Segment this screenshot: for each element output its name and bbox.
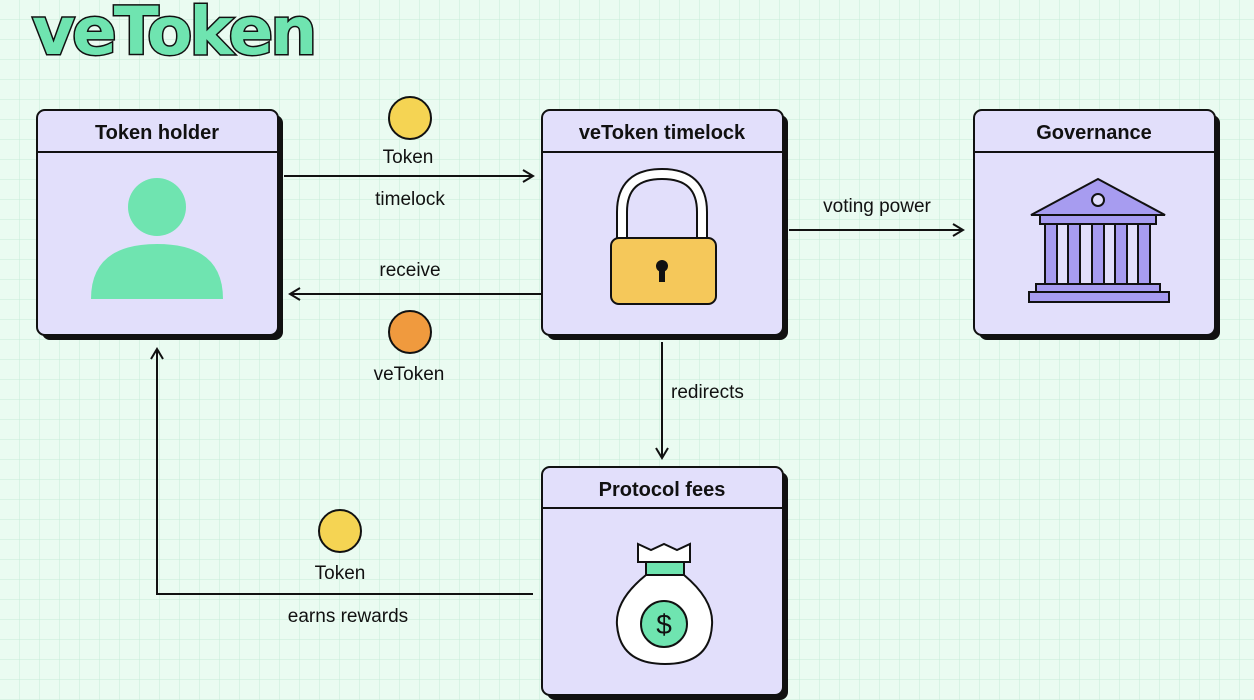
token-coin-icon (318, 509, 362, 553)
user-icon (91, 178, 223, 299)
edge-label: timelock (375, 189, 445, 210)
dollar-sign: $ (656, 609, 672, 640)
edge-label: veToken (374, 364, 445, 385)
edge-timelock-to-fees: redirects (655, 342, 744, 460)
node-title: Protocol fees (599, 479, 726, 501)
node-token-holder: Token holder (36, 109, 283, 340)
edge-fees-to-holder: Token earns rewards (150, 347, 533, 627)
bank-icon (1028, 177, 1170, 303)
edge-label: voting power (823, 196, 931, 217)
money-bag-icon: $ (615, 542, 714, 666)
node-governance: Governance (973, 109, 1220, 340)
edge-label: Token (315, 563, 366, 584)
edge-timelock-to-holder: receive veToken (288, 260, 541, 385)
node-protocol-fees: Protocol fees $ (541, 466, 788, 700)
diagram-title: veToken (32, 0, 314, 70)
edge-label: Token (383, 147, 434, 168)
node-title: Governance (1036, 122, 1152, 144)
edge-label: receive (379, 260, 440, 281)
padlock-icon (610, 167, 717, 305)
vetoken-coin-icon (388, 310, 432, 354)
edge-timelock-to-governance: voting power (789, 196, 965, 237)
edge-holder-to-timelock: Token timelock (284, 96, 535, 210)
node-title: Token holder (95, 122, 219, 144)
edge-label: redirects (671, 382, 744, 403)
node-title: veToken timelock (579, 122, 746, 144)
node-vetoken-timelock: veToken timelock (541, 109, 788, 340)
token-coin-icon (388, 96, 432, 140)
edge-label: earns rewards (288, 606, 408, 627)
